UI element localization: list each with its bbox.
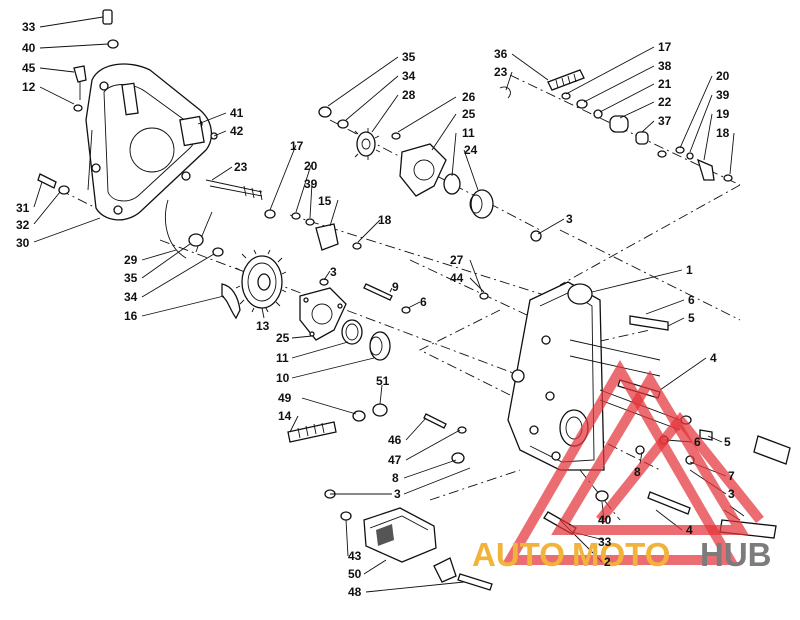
callout-c11a: 11 [276,351,289,365]
callout-c48: 48 [348,585,362,599]
callout-c8b: 8 [634,465,641,479]
callout-c50: 50 [348,567,362,581]
callout-c20b: 20 [716,69,730,83]
callout-c23a: 23 [234,160,248,174]
callout-c32: 32 [16,218,30,232]
callout-c40b: 40 [598,513,612,527]
callout-c18b: 18 [716,126,730,140]
callout-c44: 44 [450,271,464,285]
callout-c39a: 39 [304,177,318,191]
callout-c35a: 35 [124,271,138,285]
small-sprocket [318,106,401,160]
callout-c6c: 6 [694,435,701,449]
callout-c6b: 6 [688,293,695,307]
callout-c38: 38 [658,59,672,73]
callout-c36: 36 [494,47,508,61]
watermark-logo: AUTO MOTO HUB [472,360,772,573]
callout-c35b: 35 [402,50,416,64]
callout-c29: 29 [124,253,138,267]
callout-c43: 43 [348,549,362,563]
callout-c7: 7 [728,469,735,483]
callout-c5a: 5 [688,311,695,325]
callout-c18a: 18 [378,213,392,227]
gear-case-housing [507,281,681,471]
callout-c3c: 3 [394,487,401,501]
callout-c37: 37 [658,114,672,128]
callout-c23b: 23 [494,65,508,79]
callout-c2: 2 [604,555,611,569]
chain-tensioner-parts [165,199,241,320]
callout-c33b: 33 [598,535,612,549]
watermark-auto: AUTO [472,536,565,573]
callout-c16: 16 [124,309,138,323]
callout-c33a: 33 [22,20,36,34]
callout-c4a: 4 [710,351,717,365]
watermark-hub: HUB [700,536,772,573]
callout-c40a: 40 [22,41,36,55]
callout-c31: 31 [16,201,30,215]
callout-c3a: 3 [330,265,337,279]
callout-c13: 13 [256,319,270,333]
drive-sprocket [235,249,287,313]
callout-labels: 33 40 45 12 31 32 30 41 42 23 29 35 34 1… [16,20,735,599]
callout-c30: 30 [16,236,30,250]
callout-c28: 28 [402,88,416,102]
callout-c17a: 17 [290,139,304,153]
callout-c34b: 34 [402,69,416,83]
callout-c26: 26 [462,90,476,104]
callout-c1: 1 [686,263,693,277]
callout-c47: 47 [388,453,402,467]
mid-small-parts [264,209,411,314]
callout-c17b: 17 [658,40,672,54]
callout-c27: 27 [450,253,464,267]
callout-c25b: 25 [462,107,476,121]
callout-c11b: 11 [462,126,475,140]
callout-c46: 46 [388,433,402,447]
chaincase-cover [85,63,212,221]
callout-c14: 14 [278,409,292,423]
callout-c45: 45 [22,61,36,75]
callout-c41: 41 [230,106,244,120]
callout-c49: 49 [278,391,292,405]
callout-c10: 10 [276,371,290,385]
callout-c9: 9 [392,280,399,294]
callout-c12: 12 [22,80,36,94]
callout-c24: 24 [464,143,478,157]
callout-c22: 22 [658,95,672,109]
callout-c19: 19 [716,107,730,121]
callout-c20a: 20 [304,159,318,173]
leader-lines [33,16,735,593]
callout-c15: 15 [318,194,332,208]
callout-c6a: 6 [420,295,427,309]
callout-c42: 42 [230,124,244,138]
bearing-plate-lower [299,287,347,341]
callout-c25a: 25 [276,331,290,345]
seals-and-bearings [341,173,494,361]
callout-c39b: 39 [716,88,730,102]
callout-c3d: 3 [728,487,735,501]
callout-c4b: 4 [686,523,693,537]
bearing-plate-upper [399,143,447,197]
callout-c3b: 3 [566,212,573,226]
watermark-moto: MOTO [572,536,670,573]
lower-mount-bracket [340,507,493,591]
callout-c51: 51 [376,374,390,388]
callout-c21: 21 [658,77,672,91]
callout-c34a: 34 [124,290,138,304]
callout-c8a: 8 [392,471,399,485]
callout-c5b: 5 [724,435,731,449]
